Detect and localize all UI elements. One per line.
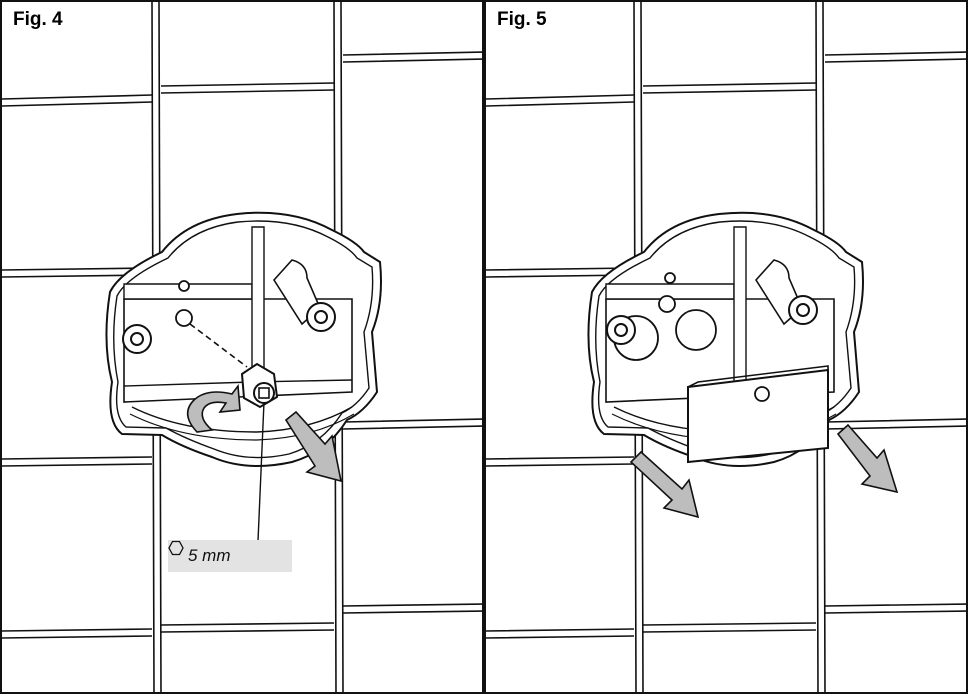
hex-key-size-callout: 5 mm bbox=[168, 540, 292, 572]
figure-4-drawing bbox=[2, 2, 482, 692]
hex-key-size-text: 5 mm bbox=[188, 546, 231, 565]
hex-key-icon bbox=[168, 540, 184, 556]
figure-4-label: Fig. 4 bbox=[10, 8, 66, 32]
figure-5-drawing bbox=[486, 2, 966, 692]
pull-arrow-left-icon bbox=[629, 450, 700, 519]
wall-bracket bbox=[105, 211, 382, 467]
callout-leader-line bbox=[257, 401, 265, 542]
figure-4-panel: Fig. 4 5 mm bbox=[0, 0, 484, 694]
alignment-dashed-line bbox=[189, 323, 248, 368]
figure-5-label: Fig. 5 bbox=[494, 8, 550, 32]
wall-bracket bbox=[587, 211, 864, 467]
pull-arrow-icon bbox=[284, 410, 343, 483]
rotate-arrow-icon bbox=[186, 383, 241, 433]
pull-arrow-right-icon bbox=[836, 423, 899, 494]
figure-5-panel: Fig. 5 bbox=[484, 0, 968, 694]
tile-grid-lines bbox=[2, 2, 482, 692]
